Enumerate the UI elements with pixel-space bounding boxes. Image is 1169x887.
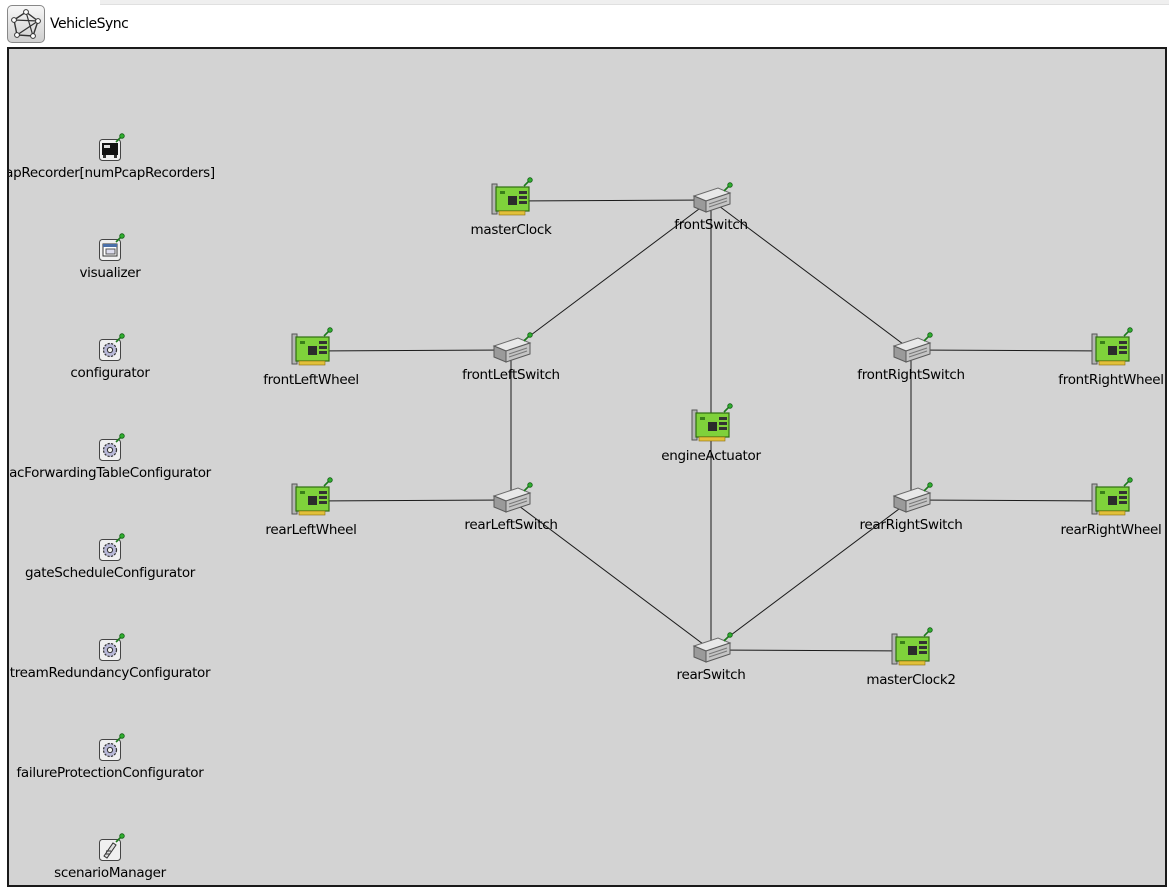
link-masterClock-frontSwitch bbox=[510, 199, 712, 202]
node-label: frontSwitch bbox=[674, 217, 748, 233]
window-title: VehicleSync bbox=[50, 16, 129, 32]
node-label: masterClock bbox=[470, 222, 552, 238]
link-frontSwitch-frontRightSwitch bbox=[710, 199, 912, 351]
node-label: masterClock2 bbox=[866, 672, 956, 688]
network-card-icon[interactable] bbox=[891, 627, 933, 673]
node-label: frontLeftWheel bbox=[263, 372, 359, 388]
network-card-icon[interactable] bbox=[1091, 327, 1133, 373]
module-label: treamRedundancyConfigurator bbox=[9, 665, 211, 681]
node-label: engineActuator bbox=[661, 448, 761, 464]
module-label: configurator bbox=[70, 365, 150, 381]
link-frontLeftWheel-frontLeftSwitch bbox=[310, 349, 512, 352]
gear-icon[interactable] bbox=[99, 533, 125, 565]
gear-icon[interactable] bbox=[99, 433, 125, 465]
switch-icon[interactable] bbox=[690, 182, 733, 218]
gear-icon[interactable] bbox=[99, 633, 125, 665]
network-card-icon[interactable] bbox=[291, 477, 333, 523]
network-card-icon[interactable] bbox=[1091, 477, 1133, 523]
network-card-icon[interactable] bbox=[491, 177, 533, 223]
module-label: acForwardingTableConfigurator bbox=[9, 465, 211, 481]
network-card-icon[interactable] bbox=[291, 327, 333, 373]
network-card-icon[interactable] bbox=[691, 403, 733, 449]
node-label: frontRightSwitch bbox=[857, 367, 965, 383]
node-label: rearLeftSwitch bbox=[464, 517, 558, 533]
module-label: visualizer bbox=[79, 265, 141, 281]
module-label: apRecorder[numPcapRecorders] bbox=[7, 165, 215, 181]
gear-icon[interactable] bbox=[99, 333, 125, 365]
top-strip bbox=[100, 0, 1169, 5]
node-label: rearLeftWheel bbox=[265, 522, 357, 538]
module-label: failureProtectionConfigurator bbox=[16, 765, 204, 781]
link-rearSwitch-masterClock2 bbox=[710, 649, 912, 652]
node-label: rearRightSwitch bbox=[859, 517, 963, 533]
window-icon[interactable] bbox=[99, 233, 125, 265]
link-frontRightSwitch-frontRightWheel bbox=[910, 349, 1112, 352]
network-canvas[interactable]: masterClock frontSwitch frontLeftWheel fron… bbox=[7, 47, 1167, 887]
recorder-icon[interactable] bbox=[99, 133, 125, 165]
switch-icon[interactable] bbox=[490, 482, 533, 518]
node-label: rearSwitch bbox=[676, 667, 746, 683]
switch-icon[interactable] bbox=[690, 632, 733, 668]
gear-icon[interactable] bbox=[99, 733, 125, 765]
link-rearLeftSwitch-rearSwitch bbox=[510, 499, 712, 651]
network-graph-icon[interactable] bbox=[7, 5, 45, 43]
node-label: frontRightWheel bbox=[1058, 372, 1164, 388]
network-links bbox=[310, 199, 1112, 652]
node-label: frontLeftSwitch bbox=[462, 367, 560, 383]
link-rearRightSwitch-rearSwitch bbox=[710, 499, 912, 651]
script-icon[interactable] bbox=[99, 833, 125, 865]
module-label: scenarioManager bbox=[54, 865, 166, 881]
switch-icon[interactable] bbox=[890, 482, 933, 518]
node-label: rearRightWheel bbox=[1060, 522, 1162, 538]
link-rearRightSwitch-rearRightWheel bbox=[910, 499, 1112, 502]
title-bar: VehicleSync bbox=[0, 0, 1169, 48]
module-label: gateScheduleConfigurator bbox=[24, 565, 196, 581]
link-rearLeftWheel-rearLeftSwitch bbox=[310, 499, 512, 502]
switch-icon[interactable] bbox=[490, 332, 533, 368]
link-frontSwitch-frontLeftSwitch bbox=[510, 199, 712, 351]
switch-icon[interactable] bbox=[890, 332, 933, 368]
